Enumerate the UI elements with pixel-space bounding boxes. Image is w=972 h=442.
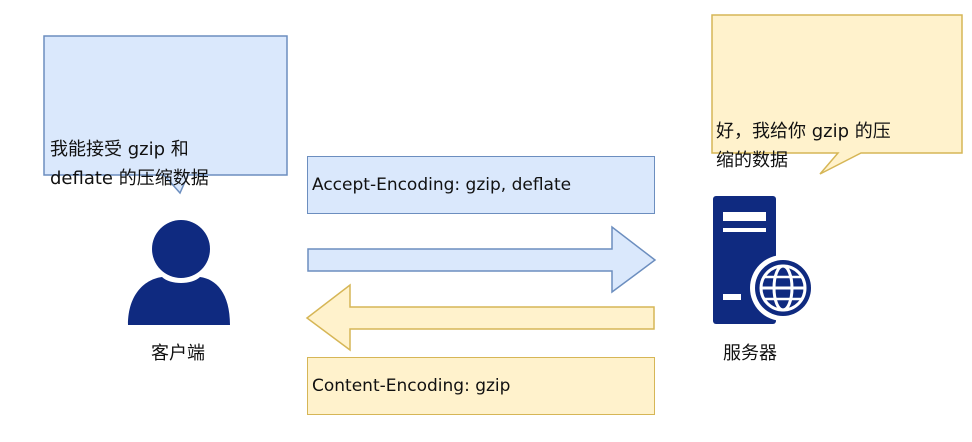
response-arrow [305, 283, 655, 352]
content-encoding-text: Content-Encoding: gzip [312, 376, 511, 396]
client-bubble-text: 我能接受 gzip 和 deflate 的压缩数据 [50, 139, 209, 189]
client-speech-bubble: 我能接受 gzip 和 deflate 的压缩数据 [43, 35, 288, 195]
user-icon [128, 220, 230, 325]
content-encoding-label: Content-Encoding: gzip [307, 357, 655, 415]
server-globe-icon [713, 196, 816, 324]
client-bubble-shape [43, 35, 288, 195]
client-caption: 客户端 [151, 343, 205, 364]
server-speech-bubble: 好，我给你 gzip 的压 缩的数据 [711, 14, 963, 175]
accept-encoding-text: Accept-Encoding: gzip, deflate [312, 175, 572, 195]
server-bubble-text: 好，我给你 gzip 的压 缩的数据 [716, 121, 891, 171]
server-caption: 服务器 [723, 343, 777, 364]
request-arrow [307, 225, 657, 294]
server-bubble-shape [711, 14, 963, 175]
accept-encoding-label: Accept-Encoding: gzip, deflate [307, 156, 655, 214]
